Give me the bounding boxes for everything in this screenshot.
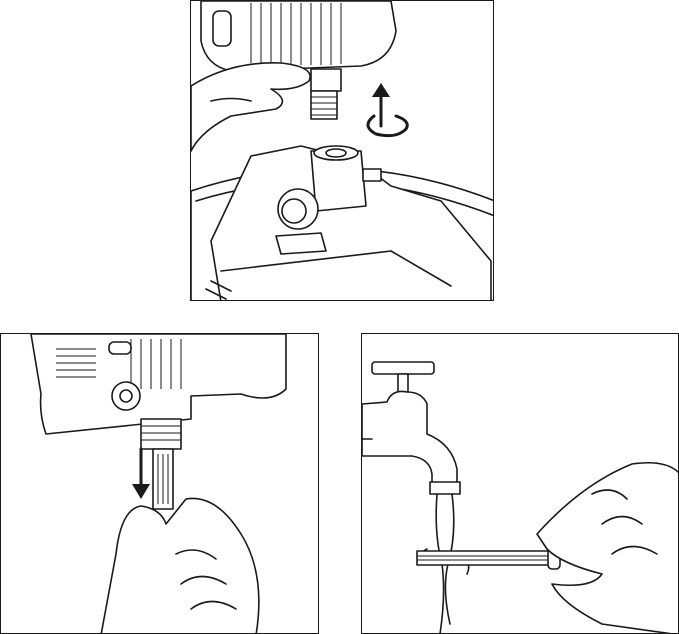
step-2-panel <box>0 333 319 634</box>
step-3-panel <box>361 333 679 634</box>
device-unscrew-illustration <box>191 1 493 300</box>
filter-rinse-tap-illustration <box>362 361 678 633</box>
filter-removal-illustration <box>30 334 287 633</box>
rotate-arrow-icon <box>366 83 409 138</box>
down-arrow-icon <box>132 447 150 499</box>
step-1-panel <box>190 0 494 301</box>
